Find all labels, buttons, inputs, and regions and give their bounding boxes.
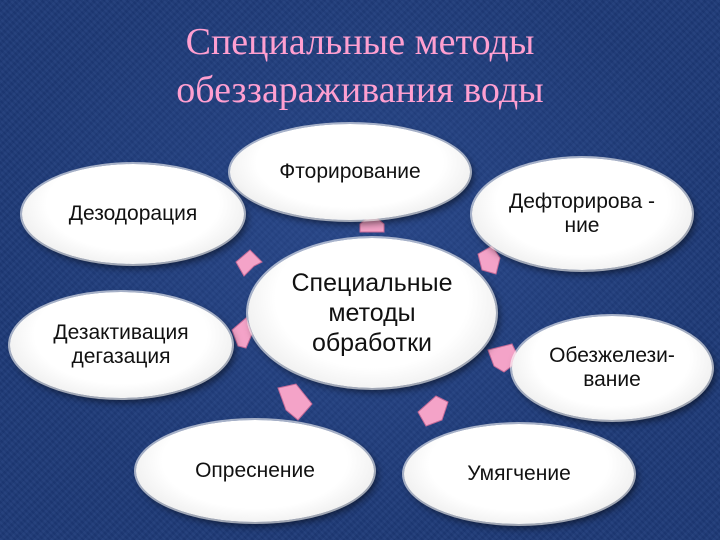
slide-title: Специальные методы обеззараживания воды xyxy=(0,18,720,114)
arrow-to-softening xyxy=(417,395,449,427)
arrow-to-fluorination xyxy=(359,213,385,233)
arrow-to-deactivation xyxy=(231,317,253,349)
node-desalination: Опреснение xyxy=(136,420,374,522)
node-fluorination-label: Фторирование xyxy=(279,160,421,183)
node-fluorination: Фторирование xyxy=(230,124,470,220)
arrow-to-defluorination xyxy=(477,245,501,275)
node-deactivation-label: Дезактивация дегазация xyxy=(53,321,189,368)
node-deactivation: Дезактивация дегазация xyxy=(10,292,232,398)
slide-title-line-2: обеззараживания воды xyxy=(176,69,544,111)
arrow-to-desalination xyxy=(277,383,313,421)
node-center-label: Специальные методы обработки xyxy=(291,269,453,357)
node-desalination-label: Опреснение xyxy=(195,459,315,482)
node-deironing-label: Обезжелези- вание xyxy=(549,344,675,391)
node-defluorination-label: Дефторирова - ние xyxy=(509,190,655,237)
arrow-to-deodorization xyxy=(235,249,263,277)
node-deironing: Обезжелези- вание xyxy=(512,316,712,420)
node-defluorination: Дефторирова - ние xyxy=(472,158,692,270)
slide-title-line-1: Специальные методы xyxy=(185,21,535,63)
node-deodorization: Дезодорация xyxy=(22,164,244,264)
node-deodorization-label: Дезодорация xyxy=(68,202,198,225)
node-center-special-methods: Специальные методы обработки xyxy=(248,238,496,388)
node-softening-label: Умягчение xyxy=(467,462,571,485)
node-softening: Умягчение xyxy=(404,424,634,524)
